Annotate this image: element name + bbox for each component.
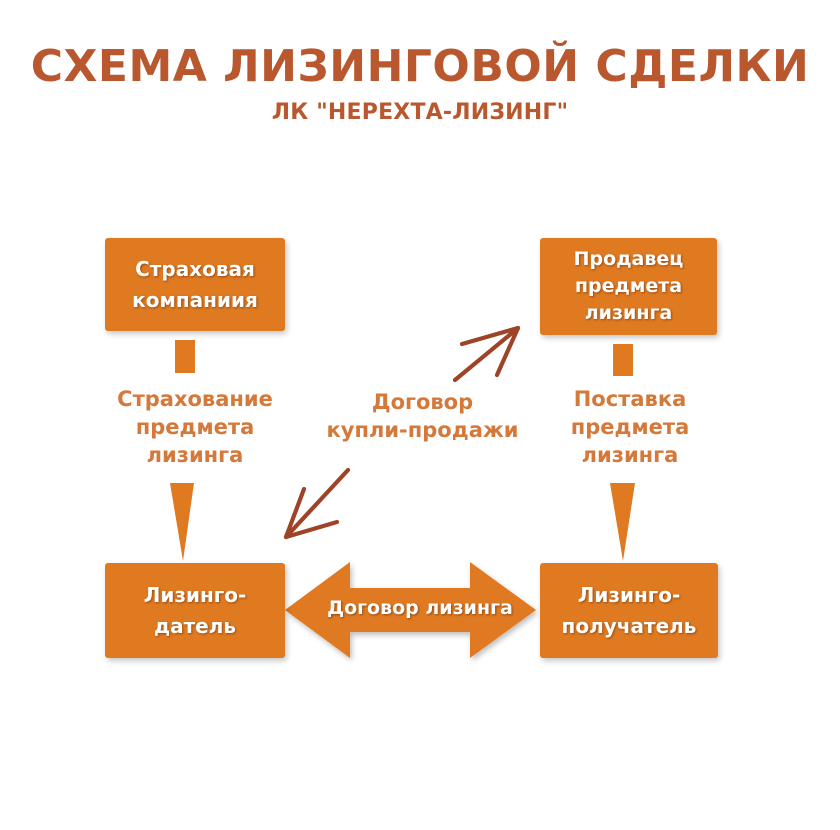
- page-title: СХЕМА ЛИЗИНГОВОЙ СДЕЛКИ: [30, 41, 810, 92]
- node-insurance-company-label: Страховая компаниия: [132, 256, 258, 312]
- node-seller[interactable]: Продавец предмета лизинга: [540, 238, 717, 335]
- page-subtitle: ЛК "НЕРЕХТА-ЛИЗИНГ": [271, 100, 569, 125]
- connector-label-purchase: Договор купли-продажи: [326, 390, 519, 442]
- node-lessee-label: Лизинго- получатель: [561, 582, 697, 638]
- connector-label-insurance: Страхование предмета лизинга: [117, 387, 273, 467]
- connector-label-lease: Договор лизинга: [327, 597, 513, 619]
- connector-label-delivery: Поставка предмета лизинга: [570, 387, 690, 467]
- connector-lease-arrow: [285, 562, 536, 658]
- node-lessor[interactable]: Лизинго- датель: [105, 563, 285, 658]
- node-insurance-company[interactable]: Страховая компаниия: [105, 238, 285, 331]
- node-seller-label: Продавец предмета лизинга: [573, 248, 684, 324]
- node-lessee[interactable]: Лизинго- получатель: [540, 563, 718, 658]
- connector-delivery-arrow: [610, 344, 635, 561]
- connector-insurance-arrow: [170, 340, 195, 561]
- connector-purchase-arrow: [283, 325, 521, 540]
- node-lessor-label: Лизинго- датель: [143, 582, 247, 638]
